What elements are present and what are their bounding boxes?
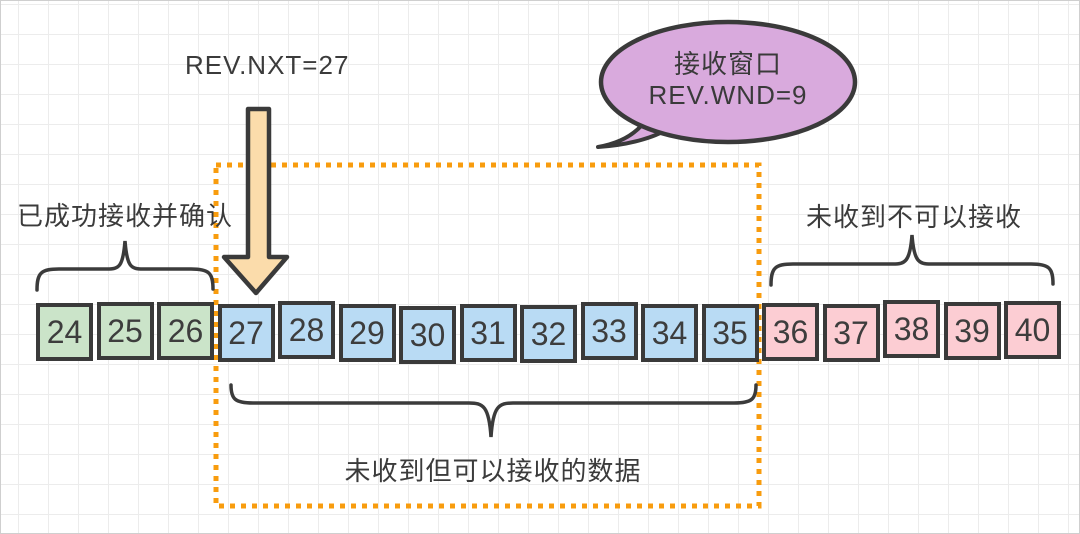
cell-number: 40 [1014,311,1051,348]
cell-number: 28 [288,311,325,348]
speech-bubble-text: 接收窗口 REV.WND=9 [613,49,843,111]
sequence-cell-37: 37 [822,304,880,362]
speech-bubble [598,19,858,145]
cell-number: 26 [167,312,204,349]
cell-number: 25 [107,312,143,349]
cell-number: 24 [46,313,83,350]
receive-window-dotted-outline [213,162,762,509]
cell-number: 31 [470,314,506,351]
acked-label: 已成功接收并确认 [16,201,233,231]
sequence-cell-34: 34 [641,304,698,362]
brace-acked [35,240,215,292]
sequence-cell-31: 31 [459,304,517,362]
sequence-cell-40: 40 [1004,301,1061,359]
cell-number: 32 [530,315,567,352]
sequence-cell-32: 32 [520,305,577,363]
sequence-cell-28: 28 [278,301,335,359]
cell-number: 39 [954,312,990,349]
unavailable-label: 未收到不可以接收 [805,202,1022,232]
cell-number: 34 [651,314,688,351]
sequence-cell-38: 38 [883,300,940,358]
sequence-cell-27: 27 [217,304,275,362]
sequence-cell-36: 36 [762,303,819,361]
sequence-cell-35: 35 [701,304,759,362]
cell-number: 33 [591,312,627,349]
sequence-row: 24 25 26 27 28 29 30 31 32 33 34 35 36 37 38 39 40 [36,300,1061,364]
window-note-label: 未收到但可以接收的数据 [344,456,642,486]
cell-number: 36 [772,313,809,350]
sequence-cell-29: 29 [338,304,396,362]
bubble-line2: REV.WND=9 [648,80,808,110]
cell-number: 37 [833,314,869,351]
sequence-cell-26: 26 [157,302,214,360]
bubble-line1: 接收窗口 [673,49,782,79]
sequence-cell-30: 30 [399,306,456,364]
cell-number: 38 [893,310,930,347]
rev-nxt-label: REV.NXT=27 [185,50,350,80]
cell-number: 27 [228,314,264,351]
sequence-cell-24: 24 [36,303,93,361]
sequence-cell-39: 39 [943,302,1001,360]
sequence-cell-25: 25 [96,302,154,360]
sequence-cell-33: 33 [580,302,638,360]
cell-number: 35 [712,314,748,351]
cell-number: 29 [349,314,385,351]
brace-unavailable [769,234,1055,287]
rev-nxt-arrow-icon [221,106,290,296]
brace-window [229,383,758,438]
cell-number: 30 [409,316,446,353]
